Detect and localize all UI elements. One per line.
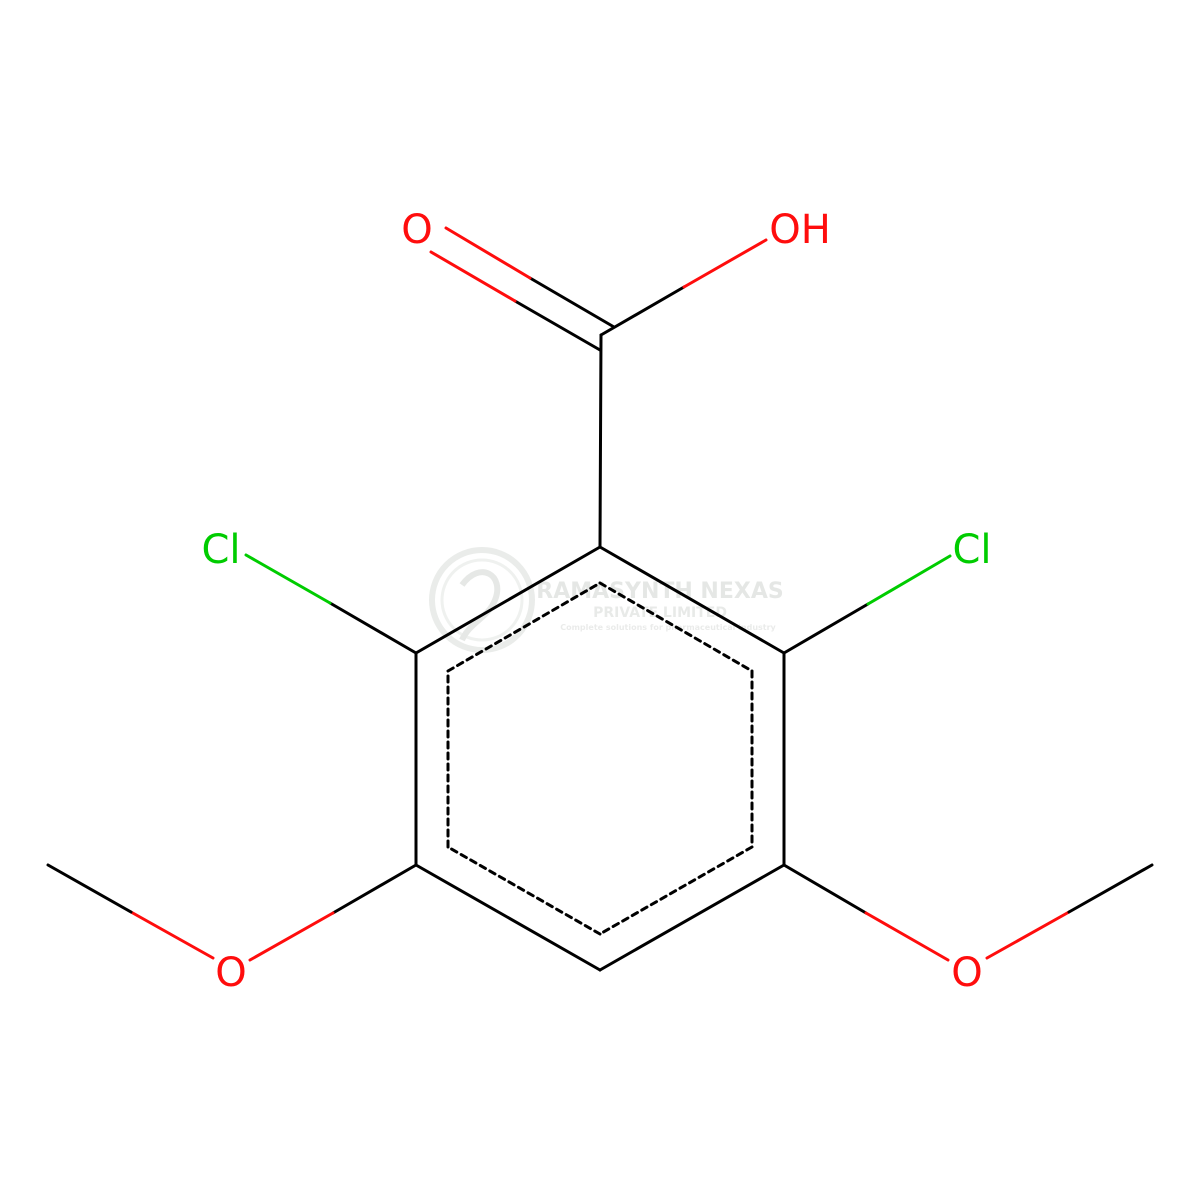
watermark-tagline: Complete solutions for pharmaceutical in…	[560, 623, 776, 632]
bond-ring-4	[414, 863, 602, 972]
bond-ring-6	[414, 545, 602, 655]
bond-carboxyl-ring	[598, 333, 603, 549]
atom-carbonyl-oxygen: O	[401, 207, 432, 253]
bond-carbonyl-a	[528, 276, 616, 329]
bond-cl-right	[782, 602, 870, 655]
bond-methoxy-right-methyl	[985, 910, 1071, 960]
watermark-subtitle: PRIVATE LIMITED	[593, 605, 727, 621]
atom-methoxy-oxygen-right: O	[951, 950, 982, 996]
bond-methoxy-right-ring	[782, 863, 868, 915]
bond-methoxy-left-ring	[331, 863, 418, 915]
bond-methoxy-left-methyl	[129, 910, 215, 960]
bond-ring-3	[598, 863, 786, 972]
atom-methoxy-oxygen-left: O	[215, 950, 246, 996]
atom-labels: O OH Cl Cl O O	[201, 207, 991, 996]
atom-hydroxyl: OH	[769, 207, 831, 253]
bond-ring-1	[598, 545, 786, 655]
watermark: RAMASYNTH NEXAS PRIVATE LIMITED Complete…	[429, 547, 784, 653]
aromatic-dashed-ring	[446, 581, 754, 936]
bonds	[46, 226, 1154, 972]
bond-hydroxyl	[599, 285, 686, 337]
bond-cl-left	[328, 601, 418, 655]
atom-chlorine-left: Cl	[201, 527, 240, 573]
atom-chlorine-right: Cl	[952, 527, 991, 573]
bond-carbonyl-b	[513, 299, 602, 352]
